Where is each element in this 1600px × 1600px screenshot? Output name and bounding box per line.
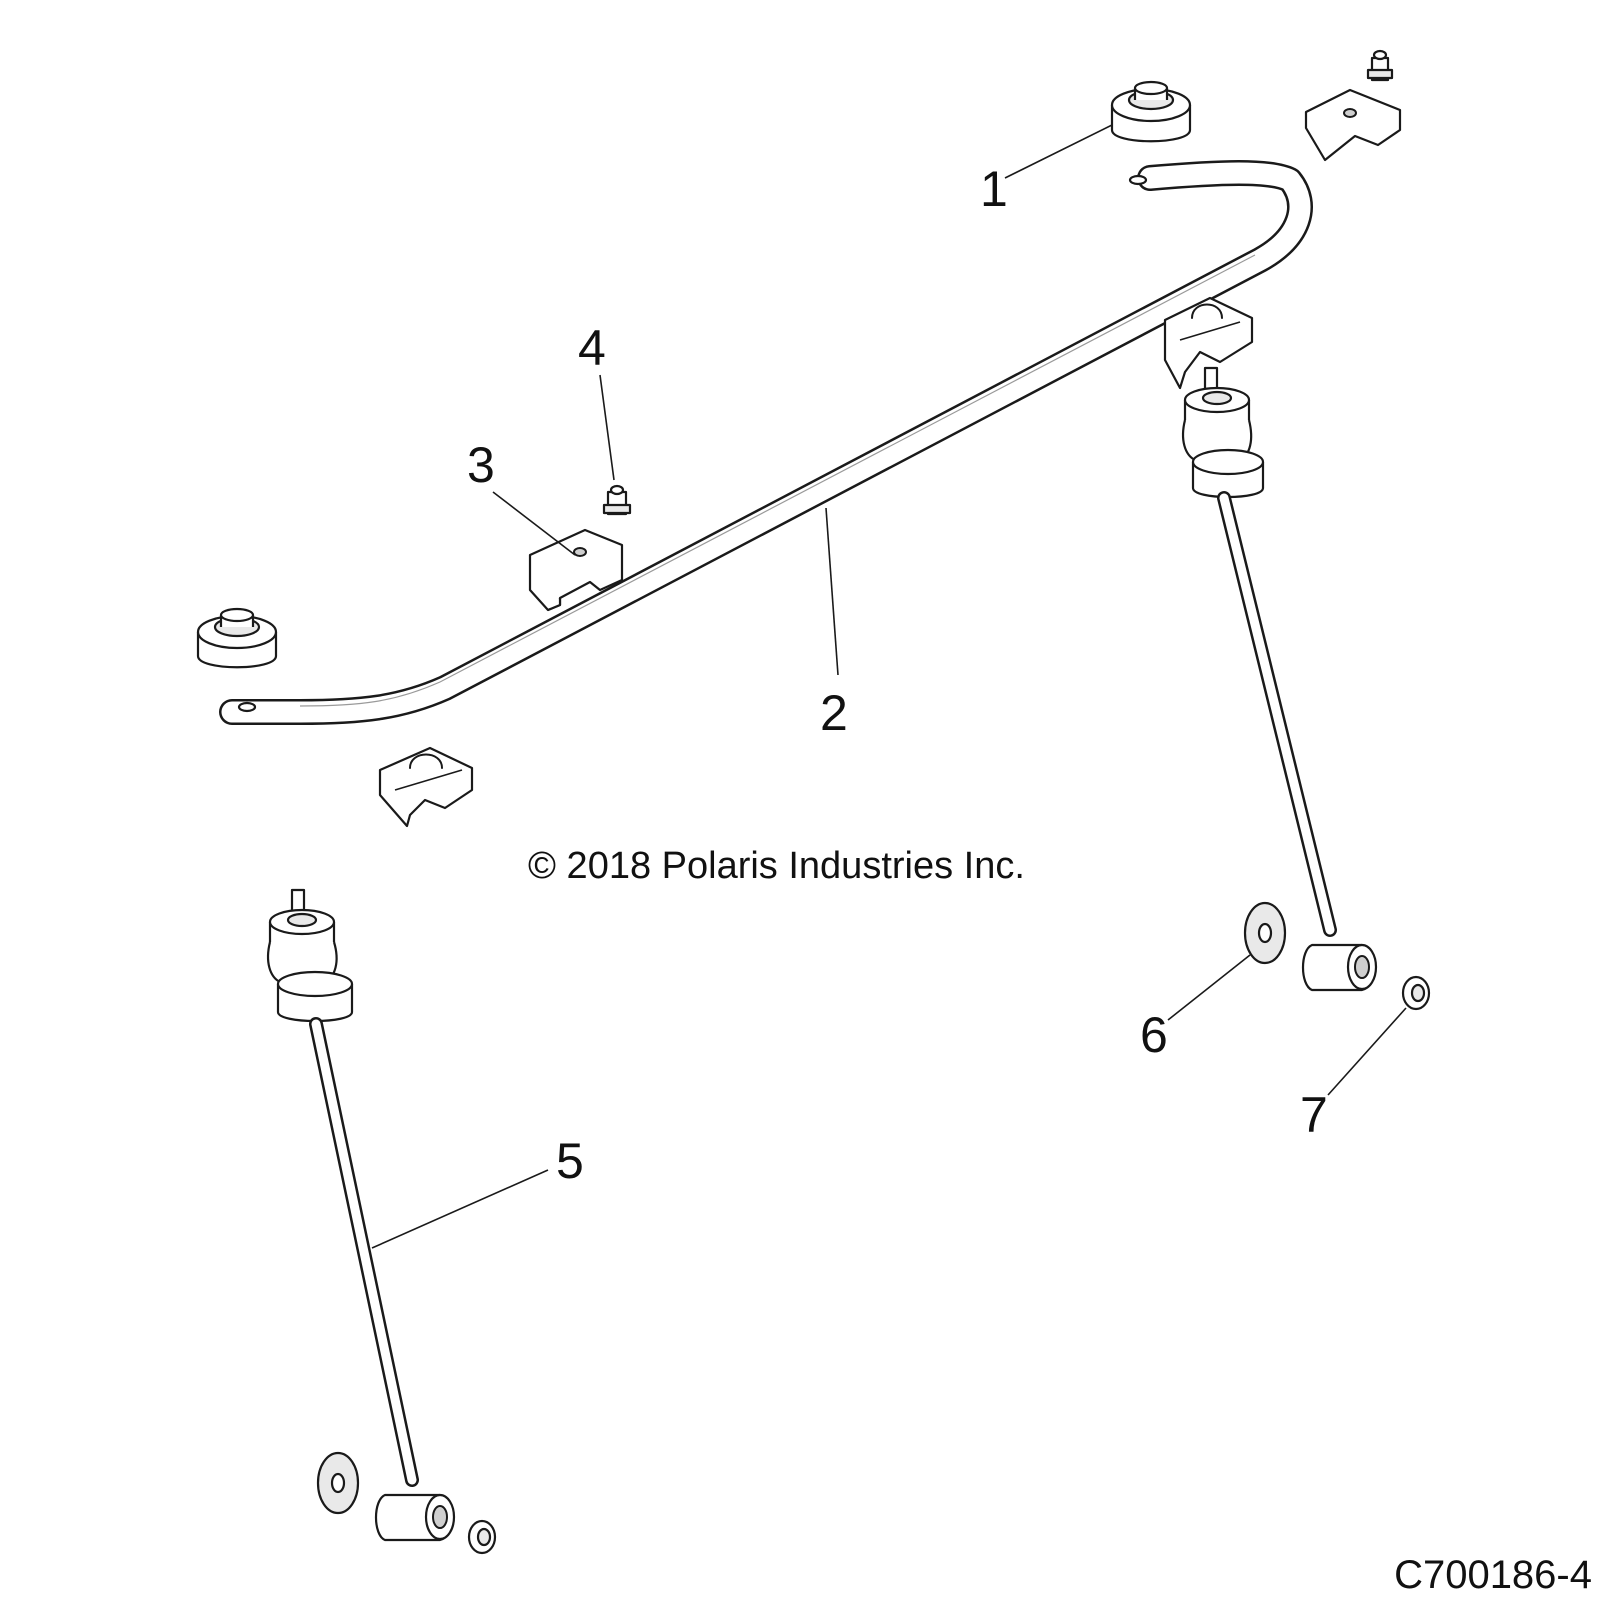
callout-3: 3 [467, 437, 495, 493]
bushing-bracket-center [528, 528, 624, 612]
clamp-right [1163, 296, 1254, 390]
leader-5 [371, 1169, 549, 1249]
leader-1 [1004, 124, 1113, 179]
link-rod-left [266, 888, 419, 1487]
leader-4 [599, 374, 615, 481]
grease-fitting-top-right [1366, 49, 1394, 82]
bushing-bracket-top-right [1304, 88, 1402, 162]
spacer-left [467, 1519, 497, 1555]
bushing-top-right [1110, 80, 1192, 143]
callout-6: 6 [1140, 1007, 1168, 1063]
copyright-notice: © 2018 Polaris Industries Inc. [528, 845, 1025, 887]
spacer-right [1401, 975, 1431, 1011]
link-rod-right [1181, 366, 1337, 937]
bushing-left [196, 607, 278, 669]
washer-left [316, 1451, 360, 1515]
leader-7 [1327, 1007, 1407, 1096]
callout-5: 5 [556, 1133, 584, 1189]
leader-2 [825, 507, 839, 676]
washer-right [1243, 901, 1287, 965]
callout-4: 4 [578, 320, 606, 376]
callout-2: 2 [820, 685, 848, 741]
rod-end-right [1301, 943, 1378, 992]
callout-7: 7 [1300, 1087, 1328, 1143]
leader-3 [492, 491, 576, 556]
stabilizer-bar [219, 160, 1313, 725]
rod-end-left [374, 1493, 456, 1542]
figure-code: C700186-4 [1394, 1553, 1592, 1597]
callout-1: 1 [980, 161, 1008, 217]
leader-6 [1167, 954, 1251, 1021]
grease-fitting-center [602, 484, 632, 516]
clamp-left [378, 746, 474, 828]
